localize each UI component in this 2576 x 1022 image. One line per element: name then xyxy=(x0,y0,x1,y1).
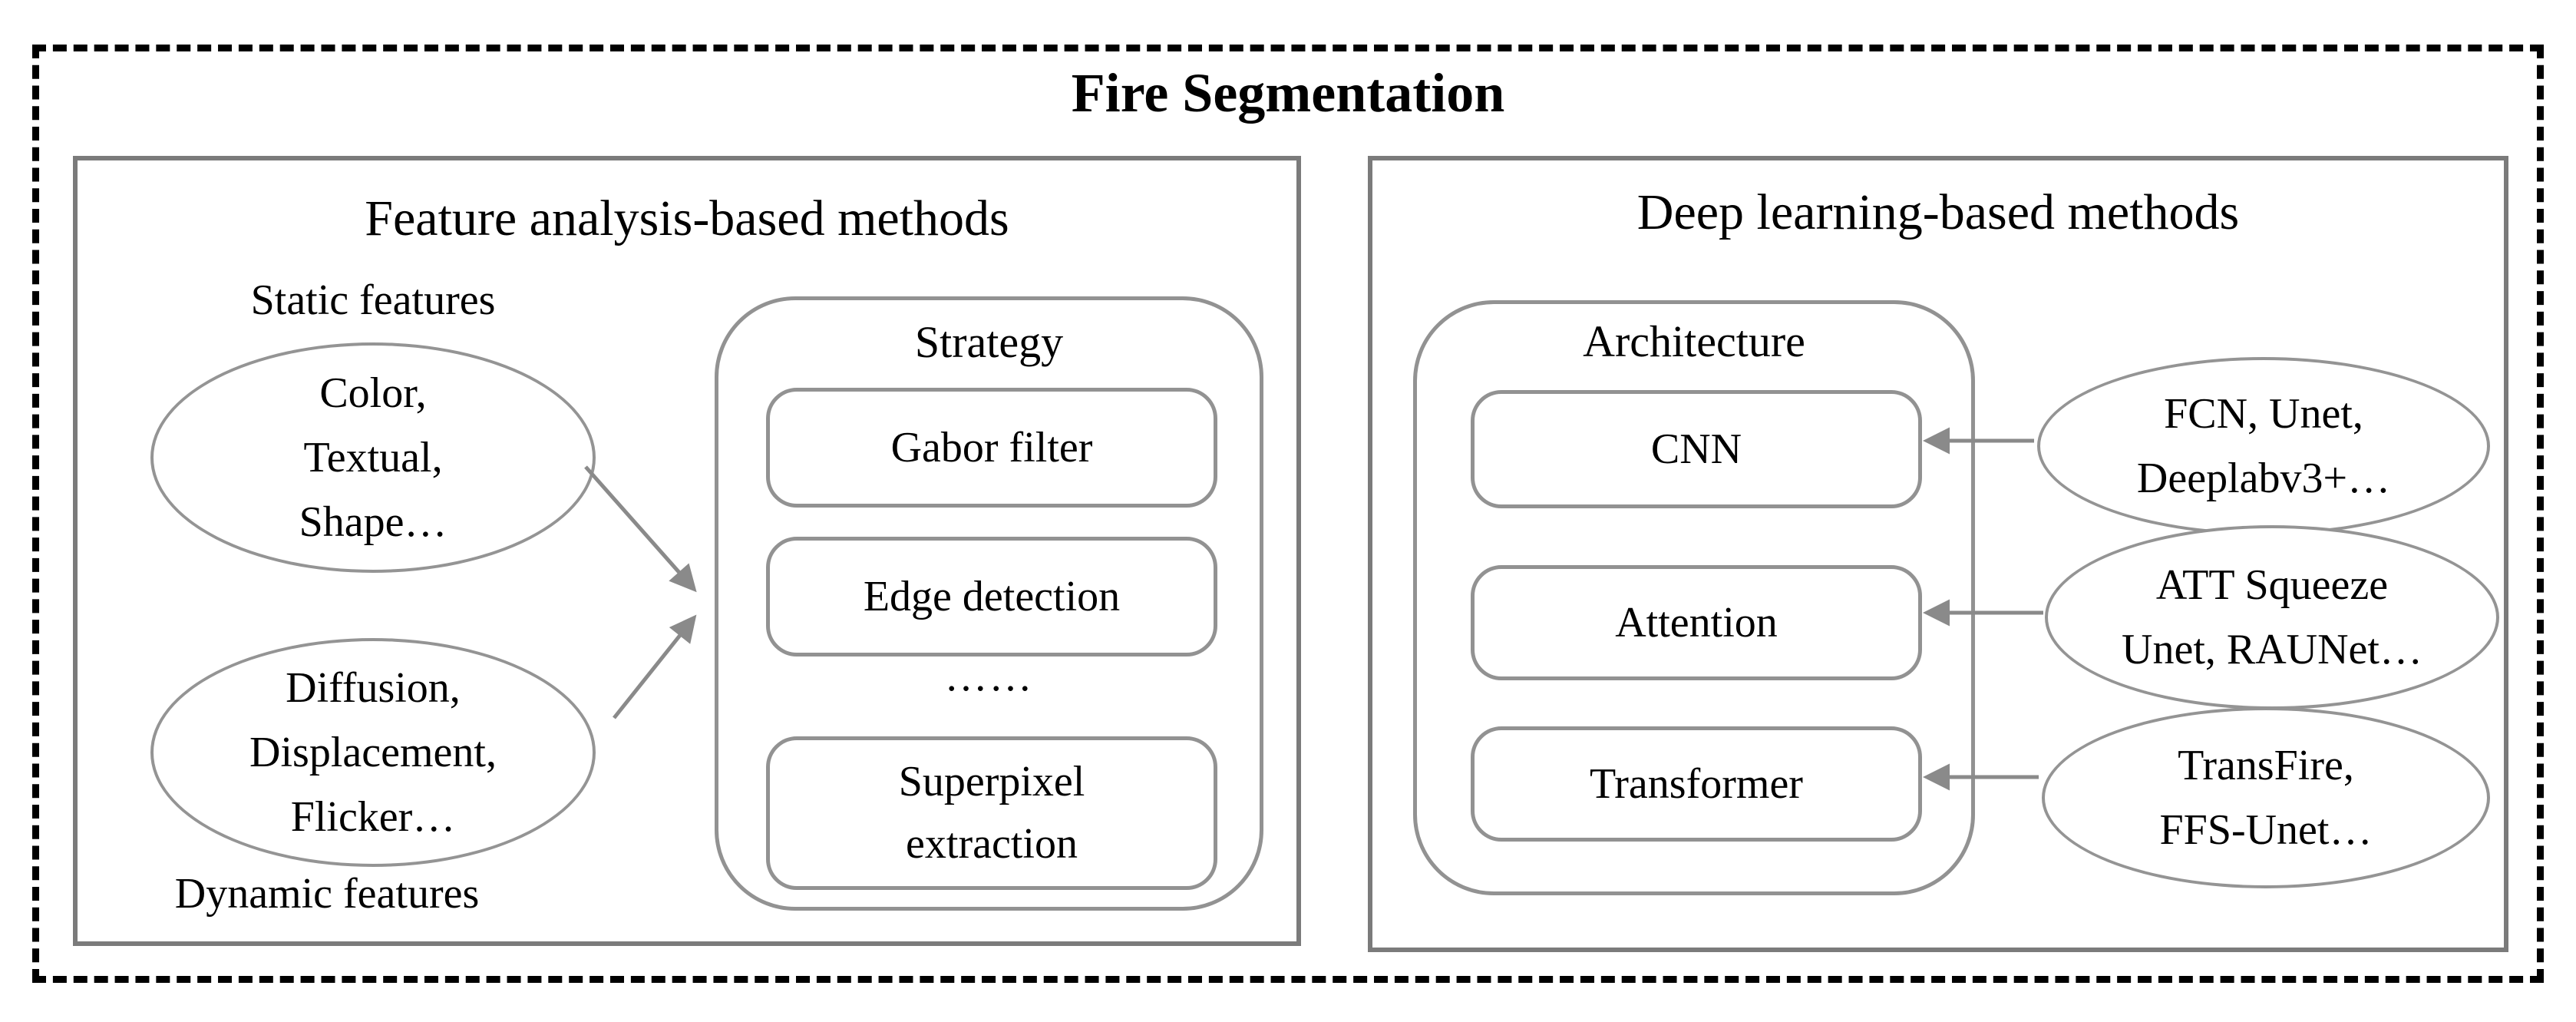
static-features-label: Static features xyxy=(250,276,496,324)
dynamic-features-label: Dynamic features xyxy=(174,870,480,918)
ellipse-line: TransFire, xyxy=(2178,742,2354,789)
ellipse-line: Textual, xyxy=(303,434,443,481)
ellipse-line: Displacement, xyxy=(249,729,497,776)
strategy-group: Strategy Gabor filter Edge detection …… … xyxy=(715,296,1263,911)
static-features-ellipse: Color, Textual, Shape… xyxy=(150,342,596,573)
ellipse-line: Shape… xyxy=(299,498,447,546)
ellipse-line: Color, xyxy=(319,369,427,417)
feature-panel-title: Feature analysis-based methods xyxy=(365,190,1009,246)
ellipsis-dots: …… xyxy=(944,653,1034,700)
architecture-label: Architecture xyxy=(1583,316,1805,366)
attention-models-ellipse: ATT Squeeze Unet, RAUNet… xyxy=(2045,525,2499,709)
strategy-item-label: Superpixel extraction xyxy=(898,757,1085,868)
strategy-item-superpixel-extraction: Superpixel extraction xyxy=(766,736,1217,890)
ellipse-line: Deeplabv3+… xyxy=(2136,455,2391,502)
dynamic-features-ellipse: Diffusion, Displacement, Flicker… xyxy=(150,638,596,867)
ellipse-line: FFS-Unet… xyxy=(2159,806,2373,854)
architecture-item-cnn: CNN xyxy=(1471,390,1922,508)
ellipse-line: FCN, Unet, xyxy=(2164,390,2363,438)
strategy-item-edge-detection: Edge detection xyxy=(766,537,1217,657)
ellipse-line: ATT Squeeze xyxy=(2155,561,2389,609)
architecture-item-transformer: Transformer xyxy=(1471,726,1922,842)
ellipse-line: Flicker… xyxy=(290,793,456,841)
ellipse-line: Unet, RAUNet… xyxy=(2122,626,2422,673)
deep-learning-panel-title: Deep learning-based methods xyxy=(1636,184,2240,240)
strategy-item-gabor-filter: Gabor filter xyxy=(766,388,1217,508)
strategy-label: Strategy xyxy=(914,317,1064,367)
ellipse-line: Diffusion, xyxy=(286,664,461,712)
architecture-item-attention: Attention xyxy=(1471,565,1922,680)
cnn-models-ellipse: FCN, Unet, Deeplabv3+… xyxy=(2037,357,2490,535)
architecture-group: Architecture CNN Attention Transformer xyxy=(1413,300,1975,895)
diagram-title: Fire Segmentation xyxy=(1071,62,1505,124)
transformer-models-ellipse: TransFire, FFS-Unet… xyxy=(2042,707,2490,888)
feature-analysis-panel: Feature analysis-based methods Static fe… xyxy=(73,156,1301,946)
deep-learning-panel: Deep learning-based methods Architecture… xyxy=(1368,156,2508,952)
